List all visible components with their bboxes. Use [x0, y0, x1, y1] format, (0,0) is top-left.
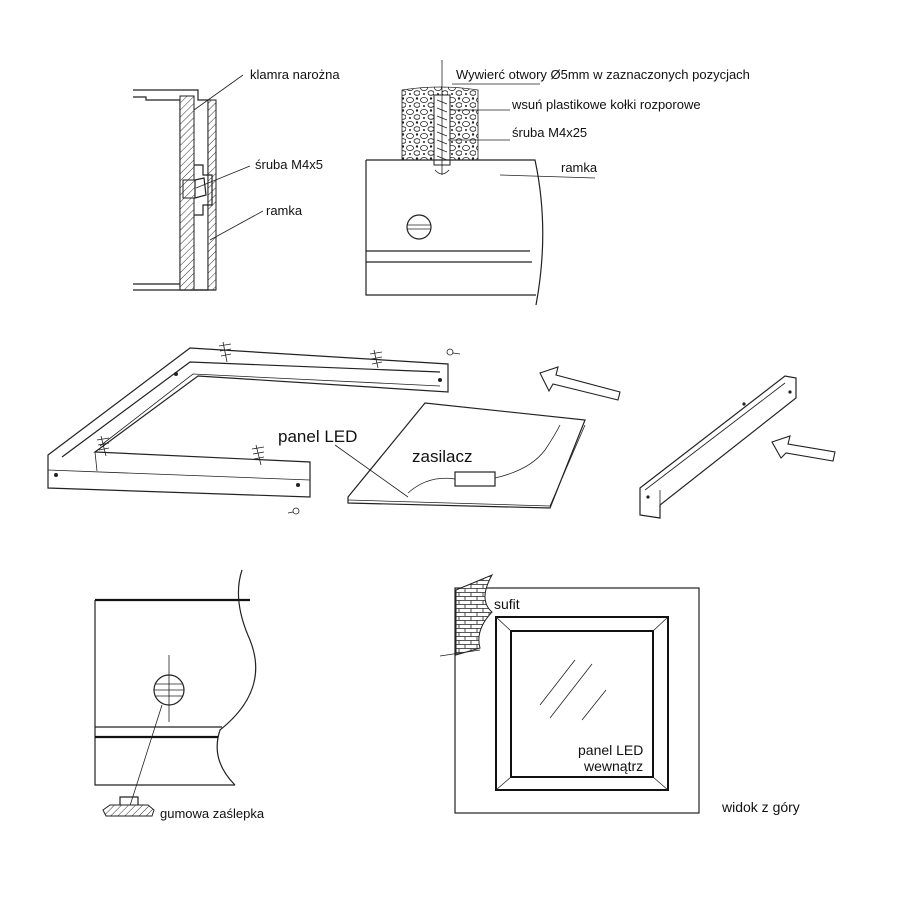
led-panel-with-supply	[334, 402, 586, 509]
top-view-diagram	[439, 573, 700, 814]
arrow-icon	[539, 366, 836, 462]
profile-cross-section	[133, 74, 264, 291]
screw-icon	[96, 341, 383, 466]
label-inside: wewnątrz	[583, 758, 643, 774]
label-drill-holes: Wywierć otwory Ø5mm w zaznaczonych pozyc…	[456, 67, 750, 82]
label-top-view: widok z góry	[721, 799, 800, 815]
small-screw-icon	[287, 348, 461, 515]
label-plastic-plugs: wsuń plastikowe kołki rozporowe	[511, 97, 701, 112]
label-led-panel-inside: panel LED	[578, 742, 643, 758]
label-led-panel: panel LED	[278, 427, 357, 446]
label-ceiling: sufit	[494, 596, 520, 612]
frame-assembly	[47, 341, 461, 515]
rubber-cap-detail	[94, 569, 257, 817]
side-profile-piece	[639, 375, 797, 519]
label-frame-left: ramka	[266, 203, 303, 218]
label-power-supply: zasilacz	[412, 447, 472, 466]
label-corner-clip: klamra narożna	[250, 67, 340, 82]
label-frame-right: ramka	[561, 160, 598, 175]
power-supply-icon	[454, 471, 496, 487]
label-rubber-cap: gumowa zaślepka	[160, 806, 265, 821]
ceiling-anchor-detail	[365, 60, 596, 306]
label-screw-m4x5: śruba M4x5	[255, 157, 323, 172]
label-screw-m4x25: śruba M4x25	[512, 125, 587, 140]
